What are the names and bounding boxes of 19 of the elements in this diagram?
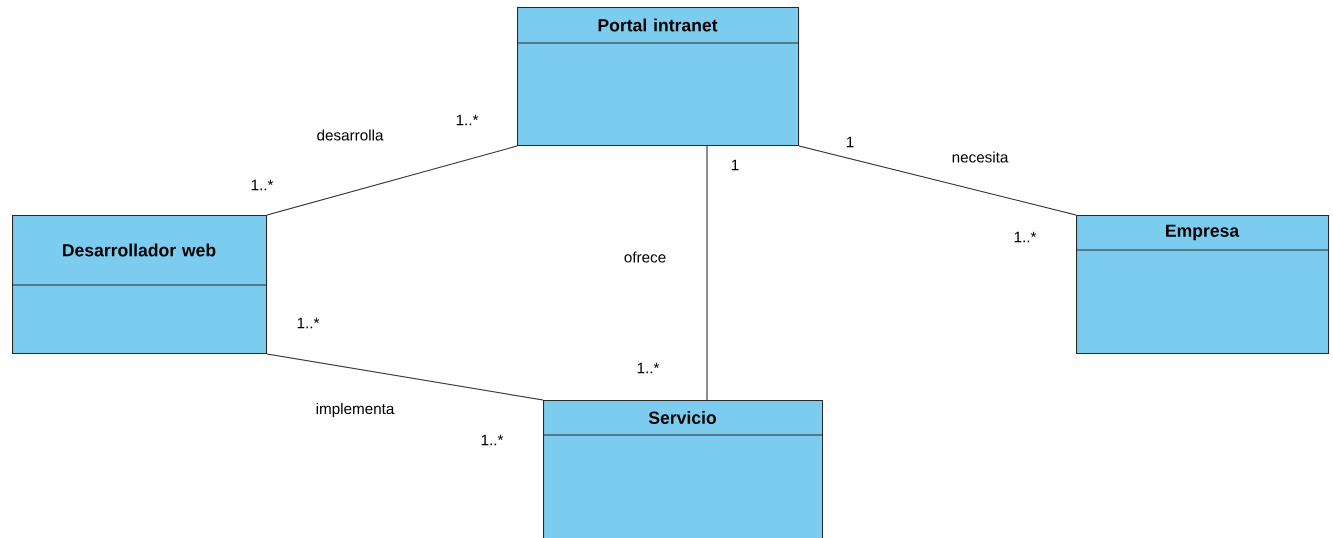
association-line <box>266 145 518 216</box>
multiplicity-label: 1 <box>846 136 854 148</box>
association-line <box>706 145 708 401</box>
class-box: Desarrollador web <box>11 215 268 355</box>
multiplicity-label: 1..* <box>456 114 479 126</box>
class-box: Portal intranet <box>516 7 800 147</box>
multiplicity-label: 1..* <box>1014 231 1037 243</box>
multiplicity-label: 1..* <box>251 179 274 191</box>
edge-label: desarrolla <box>315 128 385 142</box>
multiplicity-label: 1..* <box>297 317 320 329</box>
multiplicity-label: 1..* <box>481 434 504 446</box>
association-line <box>798 145 1077 216</box>
multiplicity-label: 1..* <box>637 362 660 374</box>
edge-label: implementa <box>314 401 396 419</box>
edge-label: necesita <box>950 150 1010 164</box>
edge-label: ofrece <box>622 250 668 264</box>
class-box: Servicio <box>542 400 824 538</box>
association-line <box>266 353 544 401</box>
class-box: Empresa <box>1075 215 1330 355</box>
